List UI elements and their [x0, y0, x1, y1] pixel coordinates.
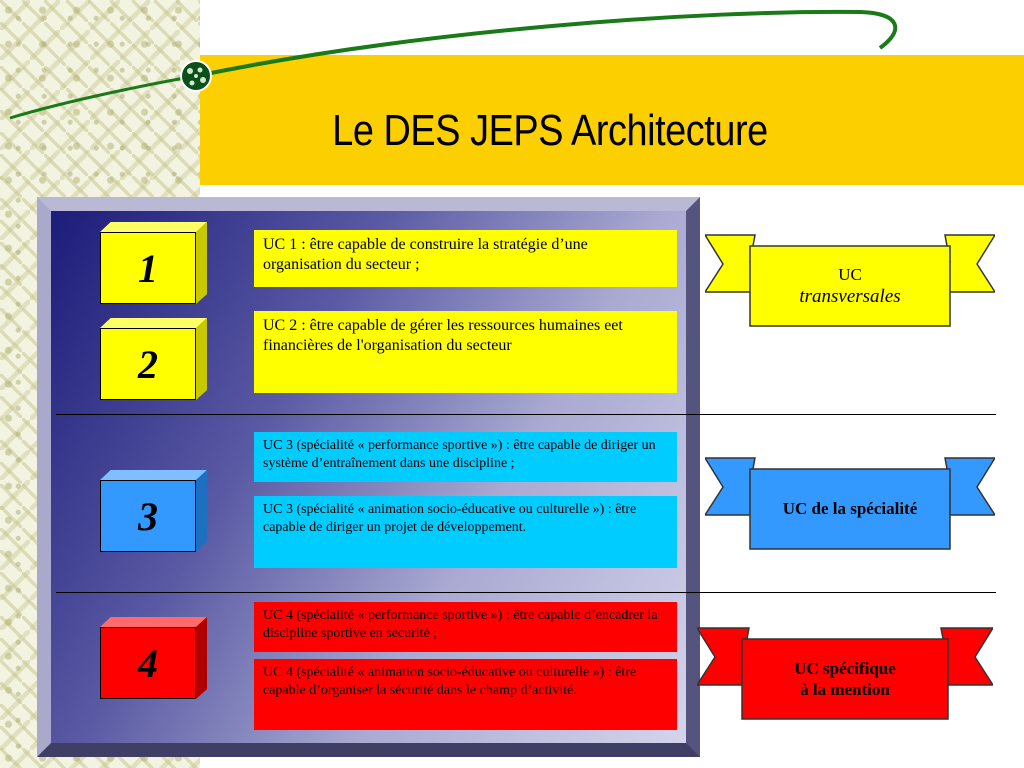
banner-line-1: UC spécifique	[794, 658, 896, 678]
uc1-description: UC 1 : être capable de construire la str…	[254, 230, 677, 287]
page-title: Le DES JEPS Architecture	[332, 106, 768, 155]
uc4-performance-description: UC 4 (spécialité « performance sportive …	[254, 602, 677, 652]
unit-number-4: 4	[100, 617, 207, 699]
banner-line-1: UC	[838, 264, 862, 284]
banner-uc-specialite: UC de la spécialité	[705, 455, 995, 555]
uc2-description: UC 2 : être capable de gérer les ressour…	[254, 311, 677, 393]
banner-line-2: à la mention	[800, 680, 890, 699]
divider-top	[56, 414, 996, 415]
banner-line-1: UC de la spécialité	[782, 499, 918, 519]
divider-bottom	[56, 592, 996, 593]
unit-number-2: 2	[100, 318, 207, 400]
banner-uc-transversales: UC transversales	[705, 232, 995, 332]
banner-uc-specifique: UC spécifique à la mention	[697, 625, 993, 725]
uc3-performance-description: UC 3 (spécialité « performance sportive …	[254, 432, 677, 482]
unit-number-1: 1	[100, 222, 207, 304]
banner-line-2: transversales	[799, 285, 901, 307]
unit-number-3: 3	[100, 470, 207, 552]
uc4-animation-description: UC 4 (spécialité « animation socio-éduca…	[254, 659, 677, 730]
uc3-animation-description: UC 3 (spécialité « animation socio-éduca…	[254, 496, 677, 568]
